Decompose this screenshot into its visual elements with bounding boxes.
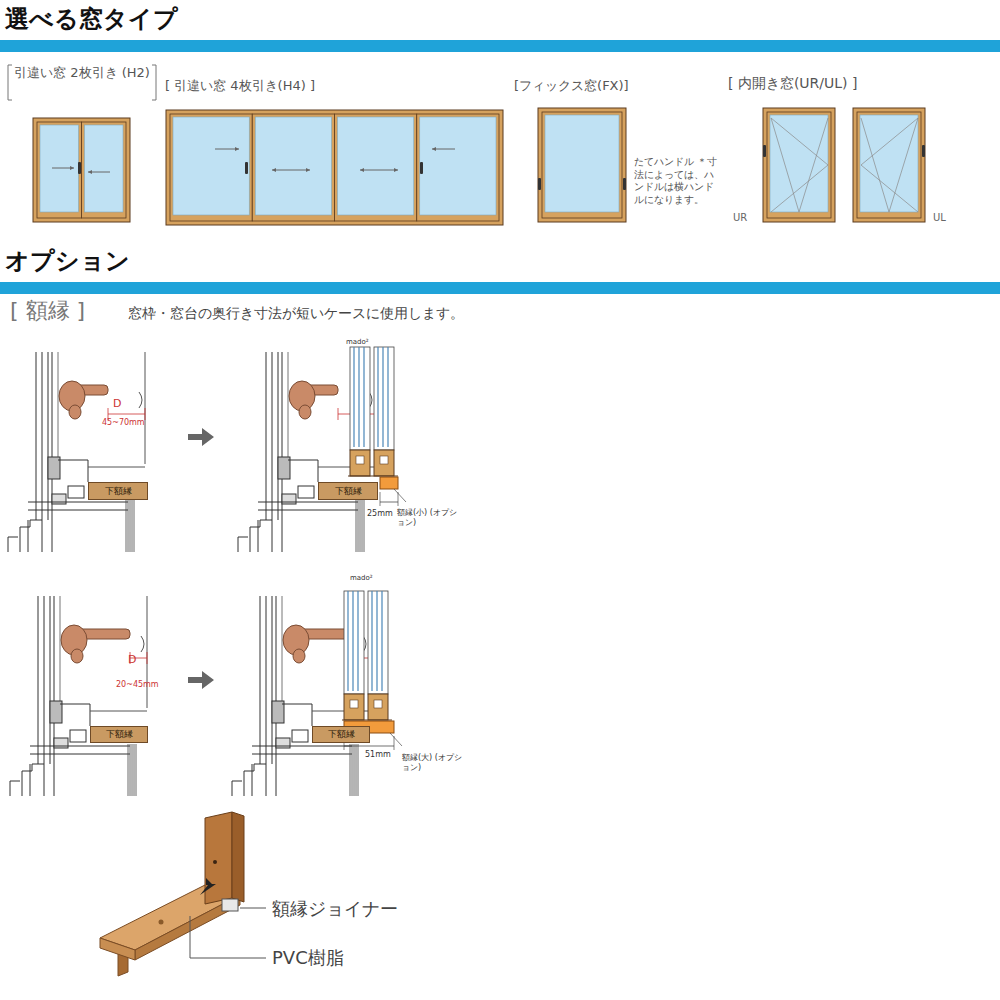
sill-board: 下額縁 [88, 482, 148, 500]
dimension-value: 51mm [365, 750, 391, 760]
arrow-symbol [188, 428, 214, 446]
heading-bar [0, 282, 1000, 294]
section-drawing [8, 352, 145, 552]
section-drawing [232, 591, 402, 796]
window-illustration [853, 108, 925, 222]
part-label: 下額縁 [105, 485, 132, 498]
sill-board: 下額縁 [312, 726, 370, 743]
heading-bar [0, 40, 1000, 52]
section-heading: オプション [5, 246, 130, 276]
dimension-value: 25mm [367, 509, 393, 519]
brand-mark: mado² [350, 574, 373, 583]
window-type-caption: [ 内開き窓(UR/UL) ] [728, 75, 858, 93]
dimension-symbol: D [113, 397, 121, 411]
option-name: [ 額縁 ] [10, 297, 85, 325]
sill-board: 下額縁 [318, 482, 378, 500]
bracket [8, 65, 156, 100]
part-label: 額縁(大) (オプション) [402, 753, 462, 773]
window-type-caption: [ 引違い窓 4枚引き(H4) ] [165, 78, 315, 94]
part-label: 下額縁 [328, 728, 355, 741]
window-illustration [166, 110, 503, 225]
type-code: UR [733, 212, 747, 225]
part-label: 下額縁 [106, 728, 133, 741]
window-type-caption: [フィックス窓(FX)] [514, 78, 629, 94]
note-text: たてハンドル ＊寸法によっては、ハンドルは横ハンドルになります。 [634, 156, 718, 206]
part-label: 額縁(小) (オプション) [397, 508, 457, 528]
window-type-caption: 引違い窓 2枚引き (H2) [12, 65, 152, 81]
section-drawing [238, 347, 406, 552]
dimension-symbol: D [128, 653, 136, 667]
part-label: 下額縁 [335, 485, 362, 498]
section-drawing [10, 596, 147, 796]
window-illustration [33, 118, 130, 222]
brand-mark: mado² [346, 338, 369, 347]
page-title: 選べる窓タイプ [5, 4, 178, 34]
type-code: UL [933, 212, 946, 225]
dimension-range: 20~45mm [116, 680, 159, 690]
sill-board: 下額縁 [90, 726, 148, 743]
window-illustration [538, 108, 626, 222]
part-label: PVC樹脂 [272, 947, 344, 970]
window-illustration [763, 108, 835, 222]
arrow-symbol [188, 671, 214, 689]
dimension-range: 45~70mm [102, 418, 145, 428]
option-description: 窓枠・窓台の奥行き寸法が短いケースに使用します。 [128, 305, 464, 323]
frame-joiner-illustration [100, 812, 266, 976]
part-label: 額縁ジョイナー [272, 898, 398, 921]
